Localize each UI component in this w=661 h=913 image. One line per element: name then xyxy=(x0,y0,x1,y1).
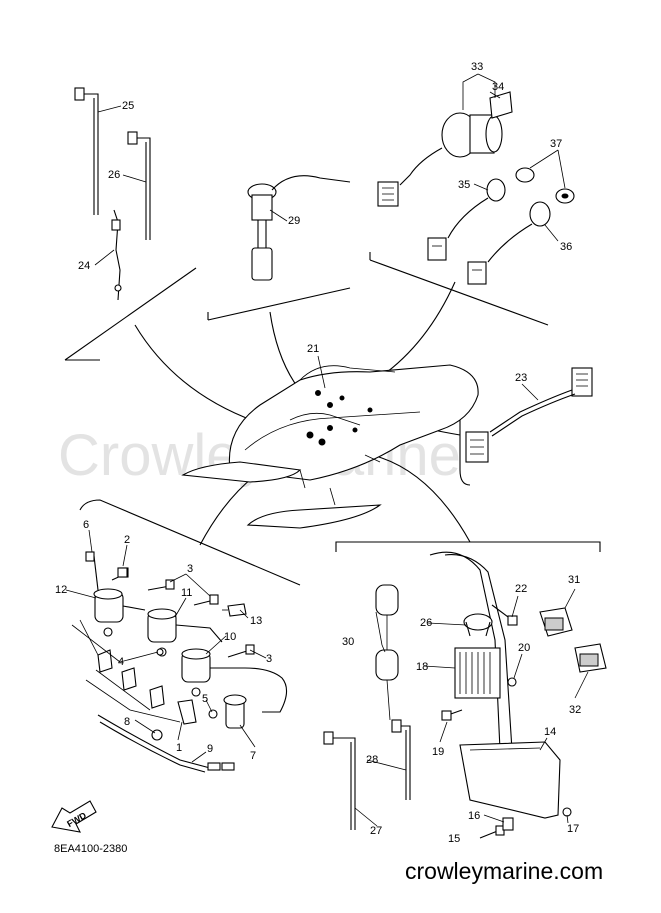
wire-harness-23 xyxy=(465,367,593,463)
callout-35: 35 xyxy=(458,179,470,191)
cap-37 xyxy=(515,167,575,204)
bolt-22 xyxy=(491,604,518,626)
callout-23: 23 xyxy=(515,372,527,384)
callout-1: 1 xyxy=(176,742,182,754)
callout-3a: 3 xyxy=(187,563,193,575)
nut-17 xyxy=(562,807,572,817)
callout-8: 8 xyxy=(124,716,130,728)
callout-12: 12 xyxy=(55,584,67,596)
callout-20: 20 xyxy=(518,642,530,654)
callout-29: 29 xyxy=(288,215,300,227)
band-28 xyxy=(391,719,411,800)
band-27 xyxy=(323,731,356,830)
callout-10: 10 xyxy=(224,631,236,643)
callout-labels: 25 26 24 29 33 34 37 35 36 21 23 6 2 3 1… xyxy=(55,61,581,845)
callout-14: 14 xyxy=(544,726,556,738)
callout-24: 24 xyxy=(78,260,90,272)
switch-36 xyxy=(467,201,551,285)
callout-9: 9 xyxy=(207,743,213,755)
frame-tube xyxy=(429,551,513,751)
callout-15: 15 xyxy=(448,833,460,845)
website-url: crowleymarine.com xyxy=(405,858,603,884)
callout-36: 36 xyxy=(560,241,572,253)
band-25 xyxy=(74,87,99,215)
leader-lines xyxy=(65,73,589,827)
callout-33: 33 xyxy=(471,61,483,73)
bolt-19 xyxy=(441,709,463,721)
connector-13 xyxy=(222,603,247,617)
callout-28: 28 xyxy=(366,754,378,766)
spark-plug-cap-7 xyxy=(223,694,247,729)
nut-20 xyxy=(507,677,517,687)
band-26-top xyxy=(127,131,151,240)
switch-35 xyxy=(427,178,506,261)
collar-16 xyxy=(502,817,514,831)
bracket-1 xyxy=(79,619,197,725)
callout-17: 17 xyxy=(567,823,579,835)
bolt-15 xyxy=(479,825,505,839)
condenser-30 xyxy=(375,584,399,721)
ignition-coil-12 xyxy=(93,588,146,637)
collar-5 xyxy=(208,709,218,719)
snowmobile-illustration xyxy=(181,364,479,529)
callout-13: 13 xyxy=(250,615,262,627)
ignition-coil-10 xyxy=(181,648,288,713)
bracket-26 xyxy=(463,613,493,637)
callout-26-top: 26 xyxy=(108,169,120,181)
switch-29 xyxy=(247,175,351,281)
callout-21: 21 xyxy=(307,343,319,355)
callout-7: 7 xyxy=(250,750,256,762)
callout-22: 22 xyxy=(515,583,527,595)
callout-26-bottom: 26 xyxy=(420,617,432,629)
bolt-2 xyxy=(117,567,128,578)
fwd-arrow: FWD xyxy=(51,800,97,833)
main-switch-33 xyxy=(377,91,513,207)
ignition-coil-11 xyxy=(147,608,223,657)
cdi-unit-14 xyxy=(459,741,561,819)
cover-32 xyxy=(574,643,607,673)
holder-24 xyxy=(111,209,122,301)
callout-19: 19 xyxy=(432,746,444,758)
callout-32: 32 xyxy=(569,704,581,716)
callout-18: 18 xyxy=(416,661,428,673)
diagram-code: 8EA4100-2380 xyxy=(54,843,127,855)
callout-11: 11 xyxy=(181,587,192,599)
callout-27: 27 xyxy=(370,825,382,837)
callout-31: 31 xyxy=(568,574,580,586)
callout-16: 16 xyxy=(468,810,480,822)
callout-5: 5 xyxy=(202,693,208,705)
cover-31 xyxy=(539,607,573,637)
nut-8 xyxy=(151,729,163,741)
wire-lead-9 xyxy=(97,714,235,773)
callout-25: 25 xyxy=(122,100,134,112)
clip-6 xyxy=(85,551,99,591)
callout-3b: 3 xyxy=(266,653,272,665)
callout-37: 37 xyxy=(550,138,562,150)
callout-6: 6 xyxy=(83,519,89,531)
callout-4: 4 xyxy=(118,656,124,668)
callout-2: 2 xyxy=(124,534,130,546)
rectifier-regulator-18 xyxy=(454,647,501,699)
callout-34: 34 xyxy=(492,81,504,93)
callout-30: 30 xyxy=(342,636,354,648)
